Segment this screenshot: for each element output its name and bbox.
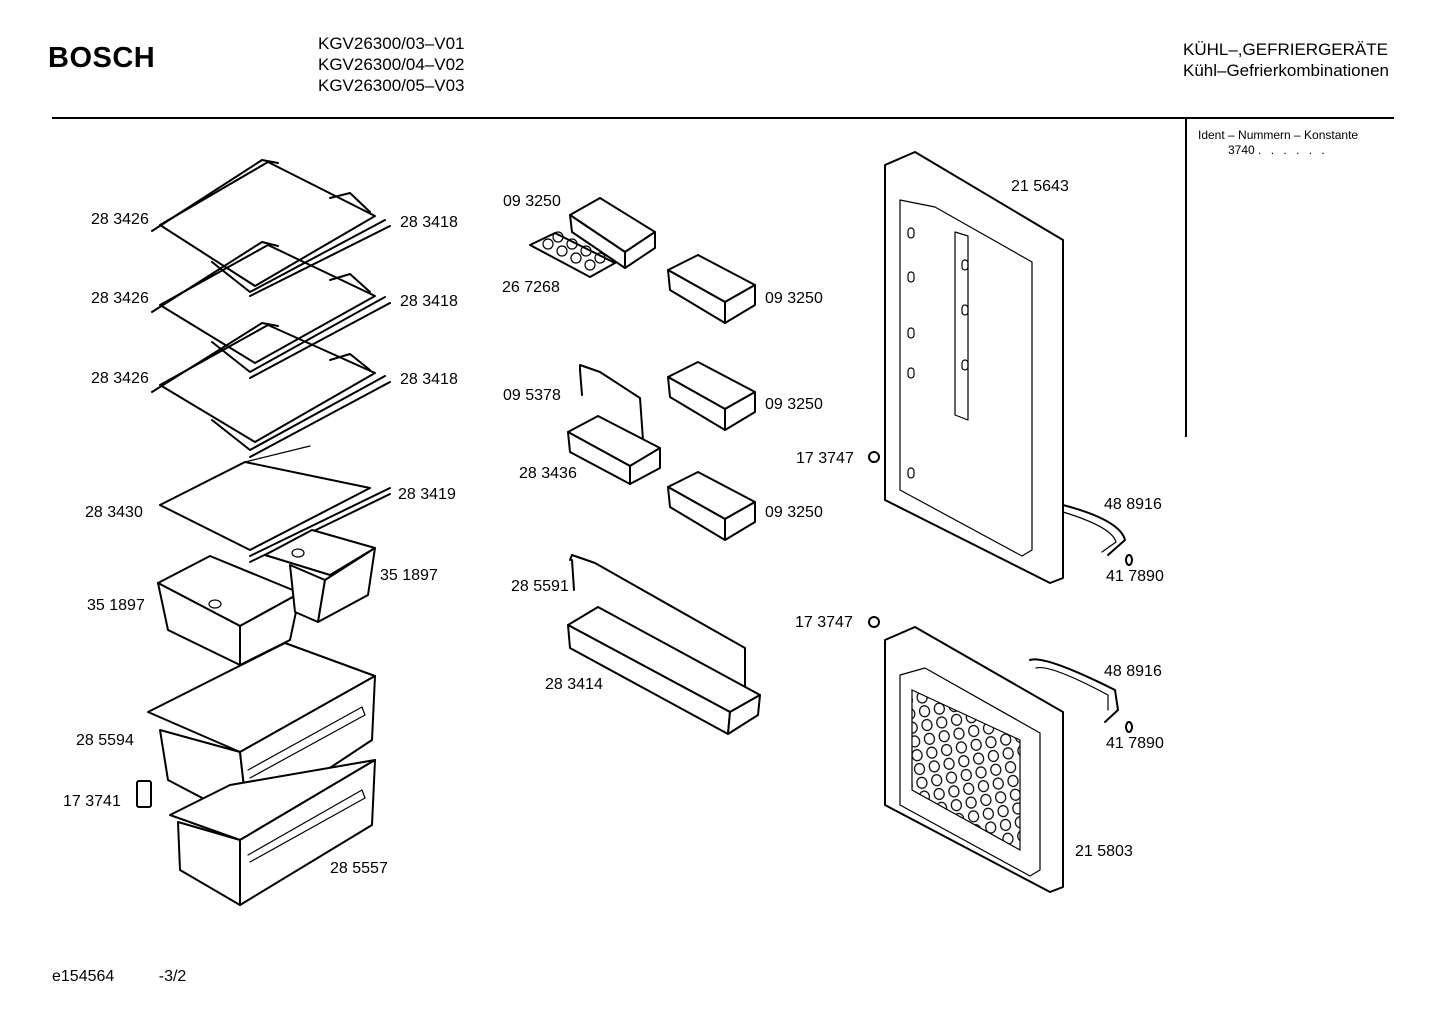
shelf-trim-3 xyxy=(211,375,391,458)
screw-lower xyxy=(868,616,880,628)
screw-upper xyxy=(868,451,880,463)
door-bin-2 xyxy=(667,361,756,431)
shelf-trim-2 xyxy=(211,296,391,379)
part-label: 09 3250 xyxy=(765,396,823,413)
ident-value: 3740 xyxy=(1228,143,1255,157)
freezer-door-handle xyxy=(1029,658,1119,723)
egg-tray xyxy=(529,231,616,278)
cap-upper xyxy=(1125,554,1133,566)
model-numbers: KGV26300/03–V01 KGV26300/04–V02 KGV26300… xyxy=(318,33,465,96)
part-label: 28 3436 xyxy=(519,465,577,482)
bottle-shelf-long xyxy=(567,606,761,735)
part-label: 28 3426 xyxy=(91,211,149,228)
part-label: 28 3418 xyxy=(400,214,458,231)
door-bin-3 xyxy=(667,471,756,541)
part-label: 41 7890 xyxy=(1106,568,1164,585)
crisper-drawer-small-left xyxy=(157,555,301,666)
appliance-category: KÜHL–,GEFRIERGERÄTE Kühl–Gefrierkombinat… xyxy=(1183,39,1389,81)
wire-shelf-2 xyxy=(151,241,376,364)
part-label: 28 3426 xyxy=(91,290,149,307)
part-label: 28 3430 xyxy=(85,504,143,521)
freezer-door xyxy=(884,626,1064,893)
glass-cover-plate xyxy=(159,445,391,563)
freezer-drawer-lower xyxy=(169,759,376,906)
part-label: 41 7890 xyxy=(1106,735,1164,752)
ident-box: Ident – Nummern – Konstante 3740 . . . .… xyxy=(1198,128,1358,158)
part-labels: 28 3426 28 3418 28 3426 28 3418 28 3426 … xyxy=(63,178,1164,877)
part-label: 48 8916 xyxy=(1104,663,1162,680)
part-label: 09 3250 xyxy=(765,504,823,521)
wire-shelf-3 xyxy=(151,322,376,443)
part-label: 28 5594 xyxy=(76,732,134,749)
part-label: 35 1897 xyxy=(87,597,145,614)
model-number: KGV26300/03–V01 xyxy=(318,34,465,53)
bottle-retainer-large xyxy=(569,554,746,691)
part-label: 28 5557 xyxy=(330,860,388,877)
category-title: KÜHL–,GEFRIERGERÄTE xyxy=(1182,40,1388,59)
part-label: 17 3747 xyxy=(796,450,854,467)
cap-lower xyxy=(1125,721,1133,733)
part-label: 21 5803 xyxy=(1075,843,1133,860)
drawer-clip xyxy=(136,780,152,808)
category-subtitle: Kühl–Gefrierkombinationen xyxy=(1182,61,1389,80)
part-label: 28 3418 xyxy=(400,371,458,388)
fridge-door xyxy=(884,151,1064,584)
butter-bin xyxy=(569,197,656,269)
part-label: 48 8916 xyxy=(1104,496,1162,513)
part-label: 28 3419 xyxy=(398,486,456,503)
part-label: 09 3250 xyxy=(765,290,823,307)
part-label: 28 3414 xyxy=(545,676,603,693)
model-number: KGV26300/04–V02 xyxy=(318,55,465,74)
ident-label: Ident – Nummern – Konstante xyxy=(1198,128,1359,142)
crisper-drawer-small-right xyxy=(264,529,376,623)
ident-value-row: 3740 . . . . . . xyxy=(1198,143,1358,158)
page-number: -3/2 xyxy=(158,968,187,985)
part-label: 09 3250 xyxy=(503,193,561,210)
shelf-trim-1 xyxy=(211,219,391,297)
header-divider xyxy=(52,117,1394,119)
brand-logo: BOSCH xyxy=(48,42,156,74)
part-label: 17 3741 xyxy=(63,793,121,810)
sidebar-divider xyxy=(1185,119,1187,437)
part-label: 35 1897 xyxy=(380,567,438,584)
part-label: 28 3426 xyxy=(91,370,149,387)
model-number: KGV26300/05–V03 xyxy=(318,76,465,95)
door-bin-with-rail xyxy=(567,415,661,485)
part-label: 21 5643 xyxy=(1011,178,1069,195)
footer: e154564 -3/2 xyxy=(52,968,186,986)
drawing-id: e154564 xyxy=(52,968,115,985)
part-label: 26 7268 xyxy=(502,279,560,296)
part-label: 09 5378 xyxy=(503,387,561,404)
wire-shelf-1 xyxy=(151,159,376,287)
part-label: 28 5591 xyxy=(511,578,569,595)
part-label: 28 3418 xyxy=(400,293,458,310)
fridge-door-handle xyxy=(1062,504,1126,556)
bottle-retainer-small xyxy=(579,364,644,441)
part-label: 17 3747 xyxy=(795,614,853,631)
door-bin-1 xyxy=(667,254,756,324)
ident-dots: . . . . . . xyxy=(1258,143,1328,157)
